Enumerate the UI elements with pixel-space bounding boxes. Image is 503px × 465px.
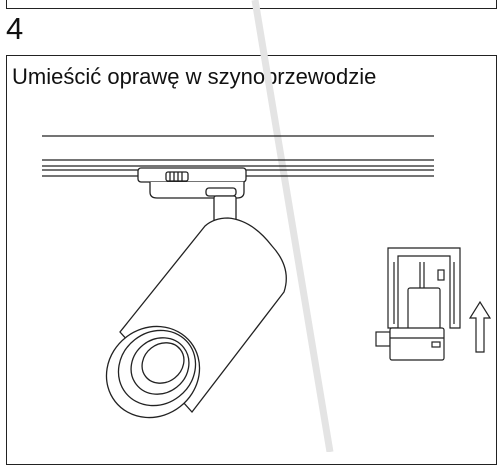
spotlight-body bbox=[105, 217, 287, 419]
track-adapter bbox=[137, 167, 247, 199]
adapter-detail bbox=[375, 247, 461, 361]
step-number: 4 bbox=[6, 11, 24, 46]
watermark-line bbox=[251, 0, 334, 452]
step-caption: Umieścić oprawę w szynoprzewodzie bbox=[12, 64, 377, 89]
previous-step-frame bbox=[6, 0, 497, 9]
up-arrow-icon bbox=[468, 300, 492, 353]
installation-illustration bbox=[42, 0, 492, 452]
